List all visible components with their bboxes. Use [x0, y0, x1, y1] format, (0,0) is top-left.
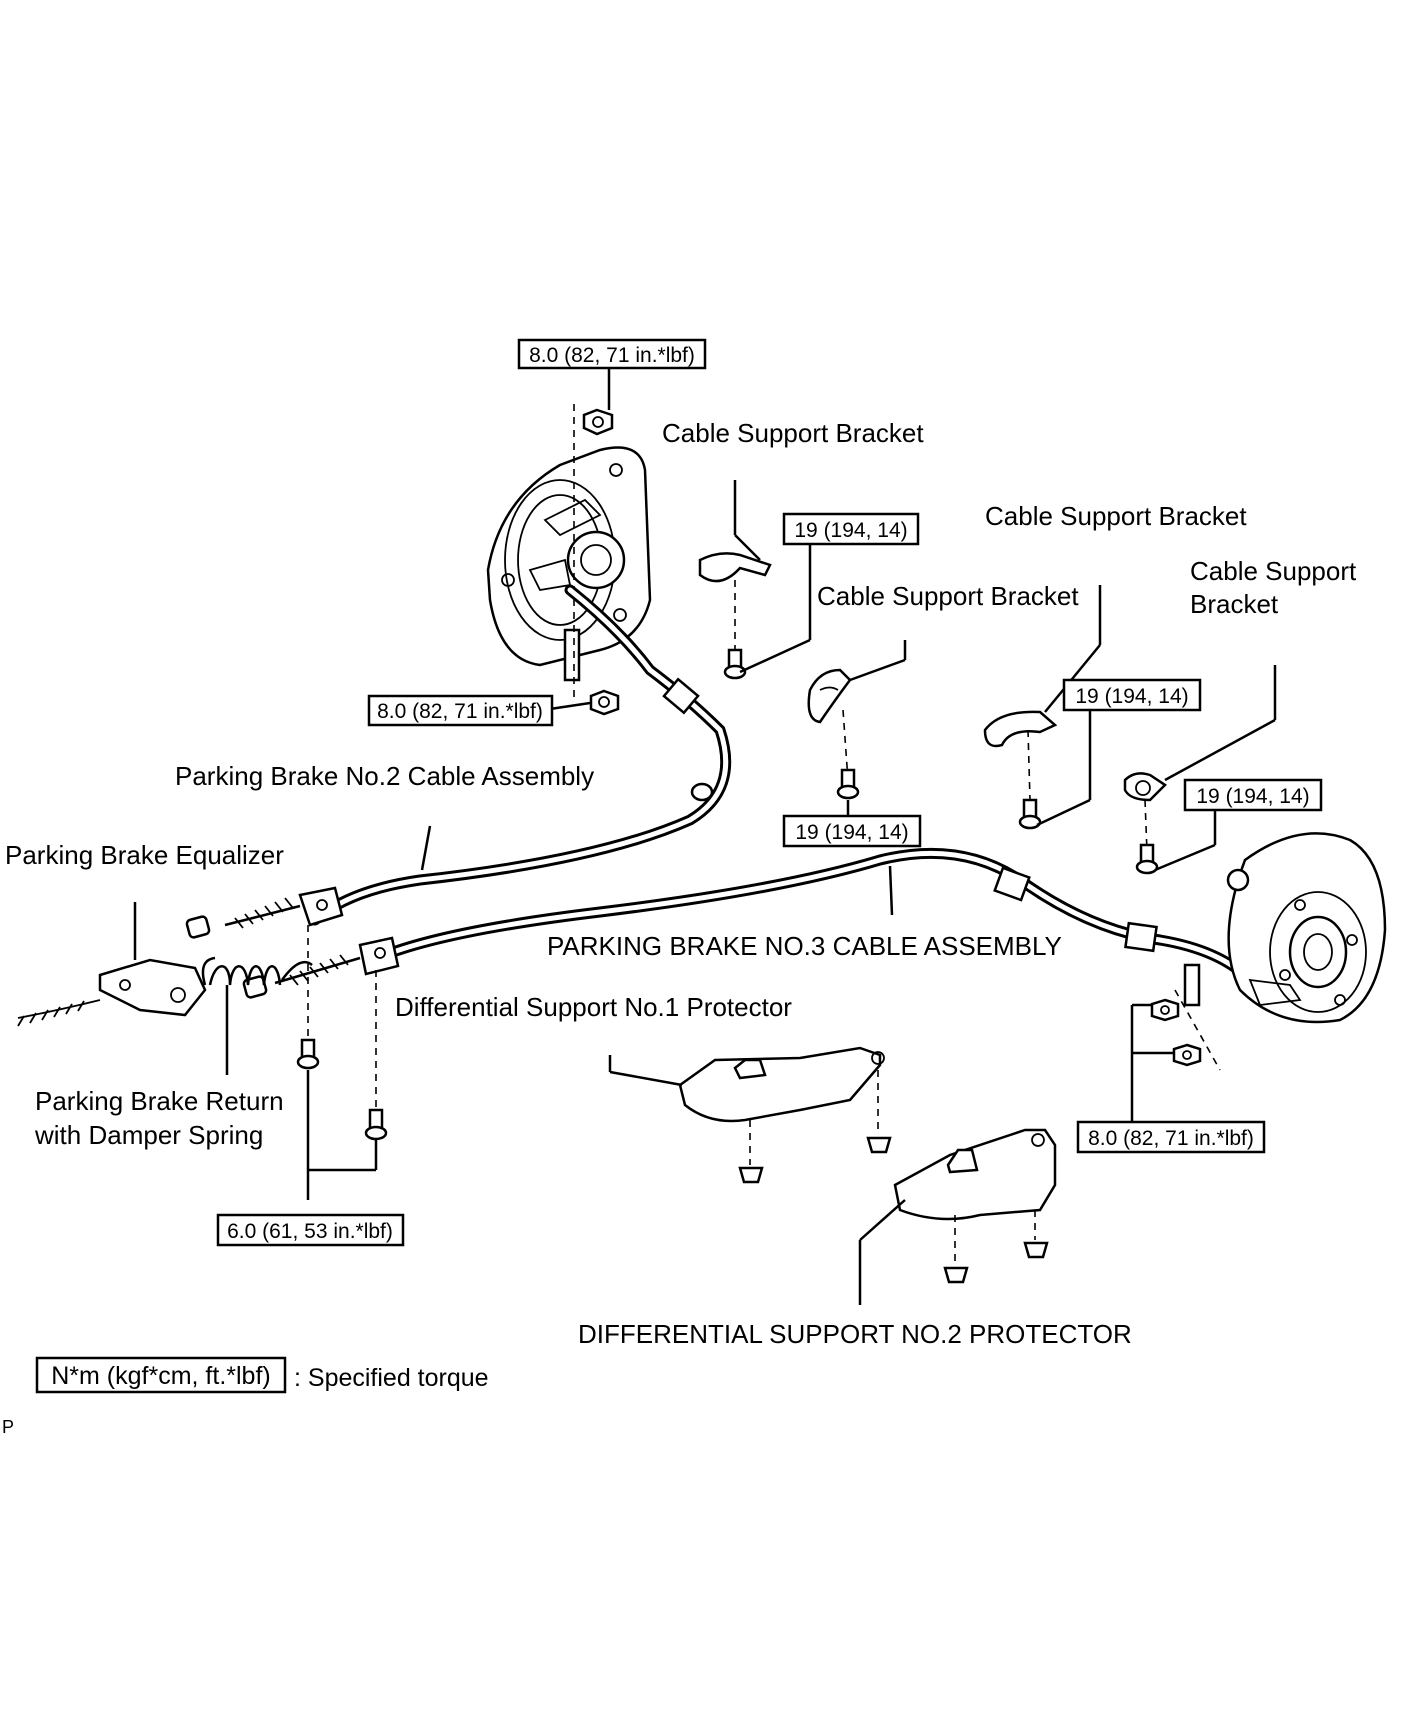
torque-box-bracket-bolt-3: 19 (194, 14) [1062, 678, 1202, 712]
no3-cable-end [242, 936, 400, 999]
torque-box-equalizer-bolts: 6.0 (61, 53 in.*lbf) [216, 1213, 405, 1247]
svg-text:19 (194, 14): 19 (194, 14) [794, 519, 907, 542]
left-brake-backing-plate [486, 446, 652, 682]
parking-brake-equalizer [17, 902, 207, 1027]
corner-mark: P [2, 1417, 14, 1437]
torque-box-top-nut: 8.0 (82, 71 in.*lbf) [517, 338, 707, 370]
svg-text:8.0 (82, 71 in.*lbf): 8.0 (82, 71 in.*lbf) [377, 700, 543, 723]
torque-box-bracket-bolt-2: 19 (194, 14) [782, 814, 922, 848]
torque-box-lower-left-nut: 8.0 (82, 71 in.*lbf) [367, 694, 554, 727]
right-nuts [1130, 998, 1202, 1122]
label-cable-support-bracket-4-line1: Cable Support [1190, 556, 1357, 586]
torque-legend: N*m (kgf*cm, ft.*lbf) : Specified torque [35, 1356, 489, 1394]
cable-support-bracket-3 [983, 585, 1102, 830]
return-spring [201, 956, 313, 1075]
torque-box-right-nut: 8.0 (82, 71 in.*lbf) [1076, 1120, 1266, 1154]
diff-support-no2-protector [858, 1128, 1057, 1305]
equalizer-bolts [296, 925, 388, 1200]
label-cable-support-bracket-4-line2: Bracket [1190, 589, 1279, 619]
label-parking-brake-no3-cable: PARKING BRAKE NO.3 CABLE ASSEMBLY [547, 931, 1062, 961]
svg-text:19 (194, 14): 19 (194, 14) [1196, 785, 1309, 808]
label-parking-brake-equalizer: Parking Brake Equalizer [5, 840, 284, 870]
cable-support-bracket-1 [698, 480, 812, 680]
cable-support-bracket-2 [807, 640, 907, 815]
label-diff-support-no1: Differential Support No.1 Protector [395, 992, 792, 1022]
parking-brake-no2-cable [309, 584, 732, 926]
svg-text:8.0 (82, 71 in.*lbf): 8.0 (82, 71 in.*lbf) [1088, 1127, 1254, 1150]
right-brake-hub [1174, 832, 1387, 1071]
label-parking-brake-no2-cable: Parking Brake No.2 Cable Assembly [175, 761, 594, 791]
label-cable-support-bracket-2: Cable Support Bracket [985, 501, 1247, 531]
label-diff-support-no2: DIFFERENTIAL SUPPORT NO.2 PROTECTOR [578, 1319, 1132, 1349]
torque-box-bracket-bolt-1: 19 (194, 14) [782, 512, 920, 546]
parking-brake-no3-cable [379, 847, 1256, 986]
diff-support-no1-protector [608, 1046, 892, 1184]
svg-text:19 (194, 14): 19 (194, 14) [1075, 685, 1188, 708]
legend-description: : Specified torque [294, 1364, 489, 1392]
label-return-spring-line2: with Damper Spring [34, 1120, 263, 1150]
label-cable-support-bracket-1: Cable Support Bracket [662, 418, 924, 448]
top-nut [573, 368, 614, 700]
svg-text:6.0 (61, 53 in.*lbf): 6.0 (61, 53 in.*lbf) [227, 1220, 393, 1243]
torque-box-bracket-bolt-4: 19 (194, 14) [1183, 778, 1323, 812]
svg-text:19 (194, 14): 19 (194, 14) [795, 821, 908, 844]
svg-text:8.0 (82, 71 in.*lbf): 8.0 (82, 71 in.*lbf) [529, 344, 695, 367]
lower-left-nut [549, 689, 620, 716]
legend-box-text: N*m (kgf*cm, ft.*lbf) [51, 1362, 270, 1390]
label-cable-support-bracket-3: Cable Support Bracket [817, 581, 1079, 611]
label-return-spring-line1: Parking Brake Return [35, 1086, 284, 1116]
no2-cable-end [185, 886, 344, 939]
cable-support-bracket-4 [1123, 665, 1277, 875]
